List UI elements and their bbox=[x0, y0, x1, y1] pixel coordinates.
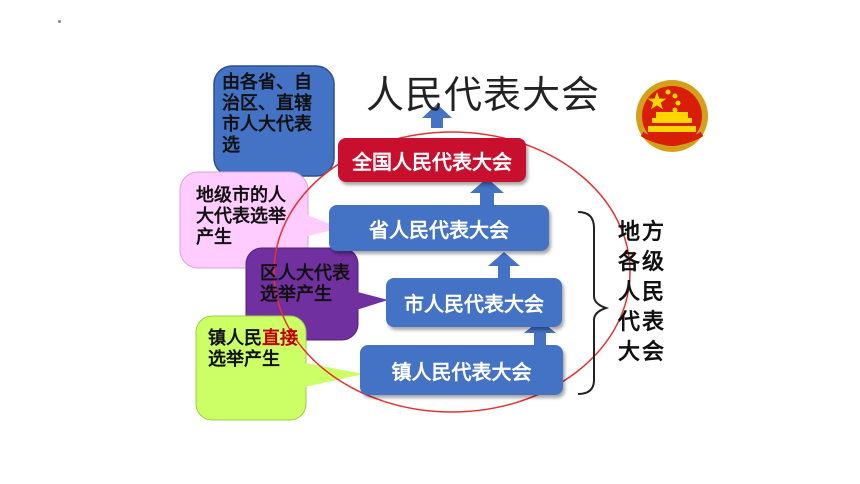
diagram-title: 人民代表大会 bbox=[366, 73, 601, 117]
bubble-province-text: 地级市的人大代表选举产生 bbox=[196, 185, 286, 248]
bubble-city-text: 区人大代表选举产生 bbox=[260, 263, 350, 305]
bubble-town-text-part2: 选举产生 bbox=[208, 349, 280, 370]
bubble-town-text-red1: 直 bbox=[262, 328, 280, 349]
arrow-province-national bbox=[470, 178, 504, 205]
province-congress-box: 省人民代表大会 bbox=[329, 205, 549, 251]
local-congress-label: 地方各级人民代表大会 bbox=[618, 220, 667, 365]
bubble-town-text: 镇人民直接选举产生 bbox=[208, 328, 304, 370]
arrow-city-province bbox=[488, 252, 520, 278]
up-arrows bbox=[422, 104, 556, 345]
bubble-blue-shape bbox=[213, 65, 335, 177]
highlight-circle bbox=[273, 131, 631, 413]
right-bracket bbox=[577, 211, 610, 395]
city-congress-box: 市人民代表大会 bbox=[386, 278, 562, 327]
town-congress-box: 镇人民代表大会 bbox=[360, 345, 563, 395]
bubble-town-text-red2: 接 bbox=[280, 328, 298, 349]
arrow-town-city bbox=[524, 320, 556, 345]
bubble-town-text-part1: 镇人民 bbox=[208, 328, 262, 349]
bubble-pink-shape bbox=[179, 171, 340, 269]
national-emblem-icon bbox=[636, 80, 708, 152]
bubble-national-text: 由各省、自治区、直辖市人大代表选 bbox=[222, 72, 312, 156]
national-congress-box: 全国人民代表大会 bbox=[338, 138, 526, 182]
dot-mark bbox=[58, 20, 61, 23]
arrow-top bbox=[422, 104, 452, 128]
